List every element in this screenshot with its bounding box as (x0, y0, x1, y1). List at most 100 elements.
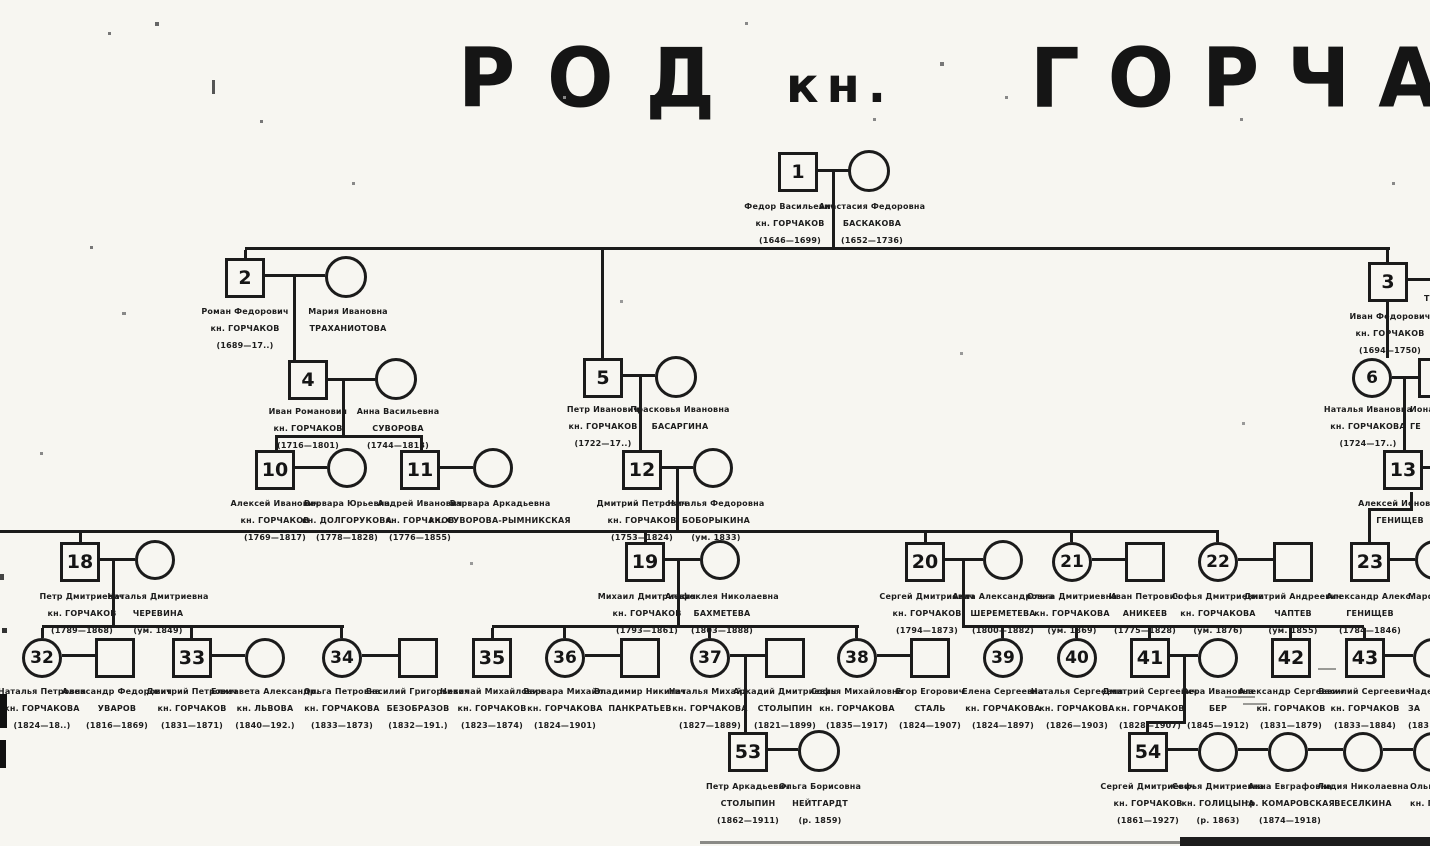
person-label-line: Лидия Николаевна (1317, 782, 1409, 791)
person-symbol-20w (983, 540, 1023, 580)
person-label-line: ЧАПТЕВ (1274, 609, 1312, 618)
person-label-line: ЗА (1408, 704, 1421, 713)
person-label-line: Вера Ивановна (1181, 687, 1255, 696)
person-number-13: 13 (1389, 459, 1417, 481)
tree-connector-line (1410, 492, 1413, 510)
tree-connector-line (730, 654, 765, 657)
person-label-line: Варвара Михайл. (523, 687, 607, 696)
person-number-3: 3 (1381, 271, 1395, 293)
person-number-36: 36 (553, 648, 577, 668)
person-number-19: 19 (631, 551, 659, 573)
person-label-line: кн. ГОРЧАКОВ (568, 422, 638, 431)
person-label-line: Мария Ивановна (308, 307, 388, 316)
person-label-line: кн. ГОРЧАКОВА (4, 704, 80, 713)
person-symbol-1w (848, 150, 890, 192)
tree-connector-line (293, 277, 296, 360)
scan-artifact (40, 452, 43, 455)
person-label-line: Наталья Петровна (0, 687, 87, 696)
person-symbol-13: 13 (1383, 450, 1423, 490)
person-number-2: 2 (238, 267, 252, 289)
person-label-line: кн. ГОРЧАКОВА (527, 704, 603, 713)
tree-connector-line (1216, 533, 1219, 542)
tree-connector-line (623, 374, 655, 377)
person-symbol-41w (1198, 638, 1238, 678)
person-symbol-10w (327, 448, 367, 488)
person-symbol-18w (135, 540, 175, 580)
person-number-10: 10 (261, 459, 289, 481)
tree-connector-line (1383, 748, 1413, 751)
person-number-42: 42 (1277, 647, 1305, 669)
scan-artifact (960, 352, 963, 355)
person-label-line: ПАНКРАТЬЕВ (608, 704, 672, 713)
tree-connector-line (768, 748, 798, 751)
person-label-line: ГЕ (1410, 422, 1421, 431)
tree-connector-line (100, 558, 135, 561)
person-label-line: (1824—1901) (533, 721, 597, 730)
person-label-line: кн. ГОРЧАКОВА (1034, 609, 1110, 618)
person-label-line: (1831—1879) (1259, 721, 1323, 730)
tree-connector-line (1092, 558, 1125, 561)
person-label-line: (1831—1871) (160, 721, 224, 730)
person-label-line: кн. ГОРЧАКОВА (672, 704, 748, 713)
person-label-line: Анна Васильевна (356, 407, 440, 416)
scan-artifact (940, 62, 944, 66)
person-symbol-12w (693, 448, 733, 488)
tree-connector-line (1392, 376, 1418, 379)
person-label-line: НЕЙТГАРДТ (792, 799, 848, 808)
tree-connector-line (1386, 250, 1389, 262)
person-number-34: 34 (330, 648, 354, 668)
person-symbol-4: 4 (288, 360, 328, 400)
person-label-line: кн. ГОРЧАКОВА (1039, 704, 1115, 713)
tree-connector-line (639, 377, 642, 450)
person-symbol-37h (765, 638, 805, 678)
person-label-line: кн. ГОРЧАКОВ (755, 219, 825, 228)
person-label-line: Петр Дмитриевич (39, 592, 125, 601)
person-label-line: (1744—1813) (366, 441, 430, 450)
person-symbol-1: 1 (778, 152, 818, 192)
scan-artifact (1225, 696, 1255, 698)
person-symbol-11: 11 (400, 450, 440, 490)
person-label-line: кн. ГОРЧАКОВ (1330, 704, 1400, 713)
person-label-line: Марфа (1408, 592, 1430, 601)
person-label-line: кн. ГОРЧАКОВА (1330, 422, 1406, 431)
tree-connector-line (708, 628, 711, 638)
person-label-line: Сергей Дмитриевич (1100, 782, 1196, 791)
person-label-line: (р. 1863) (1196, 816, 1240, 825)
tree-connector-line (924, 533, 927, 542)
person-label-line: кн. ГОРЧАКОВА (965, 704, 1041, 713)
tree-connector-line (491, 628, 494, 638)
person-label-line: УВАРОВ (97, 704, 137, 713)
person-label-line: Сергей Дмитриевич (879, 592, 975, 601)
scan-artifact (122, 312, 126, 315)
person-symbol-22: 22 (1198, 542, 1238, 582)
person-label-line: БЕР (1208, 704, 1228, 713)
person-label-line: Наталья Сергеевна (1030, 687, 1124, 696)
person-label-line: Дмитрий Петрович (596, 499, 688, 508)
tree-connector-line (1001, 628, 1004, 638)
person-label-line: Наталья Михайл. (668, 687, 752, 696)
poster-title-kn: кн. (786, 58, 894, 114)
person-label-line: (1824—18..) (13, 721, 71, 730)
person-label-line: БАСАРГИНА (651, 422, 709, 431)
person-label-line: кн. ГОРЧАКОВА (1180, 609, 1256, 618)
person-symbol-18: 18 (60, 542, 100, 582)
tree-connector-line (1075, 628, 1078, 638)
person-label-line: Иван Петрович (1108, 592, 1182, 601)
tree-connector-line (1146, 721, 1186, 724)
person-label-line: БАХМЕТЕВА (693, 609, 751, 618)
tree-connector-line (190, 628, 193, 638)
tree-connector-line (1408, 278, 1430, 281)
person-label-54w4: Ольгакн. Г (1410, 778, 1430, 812)
